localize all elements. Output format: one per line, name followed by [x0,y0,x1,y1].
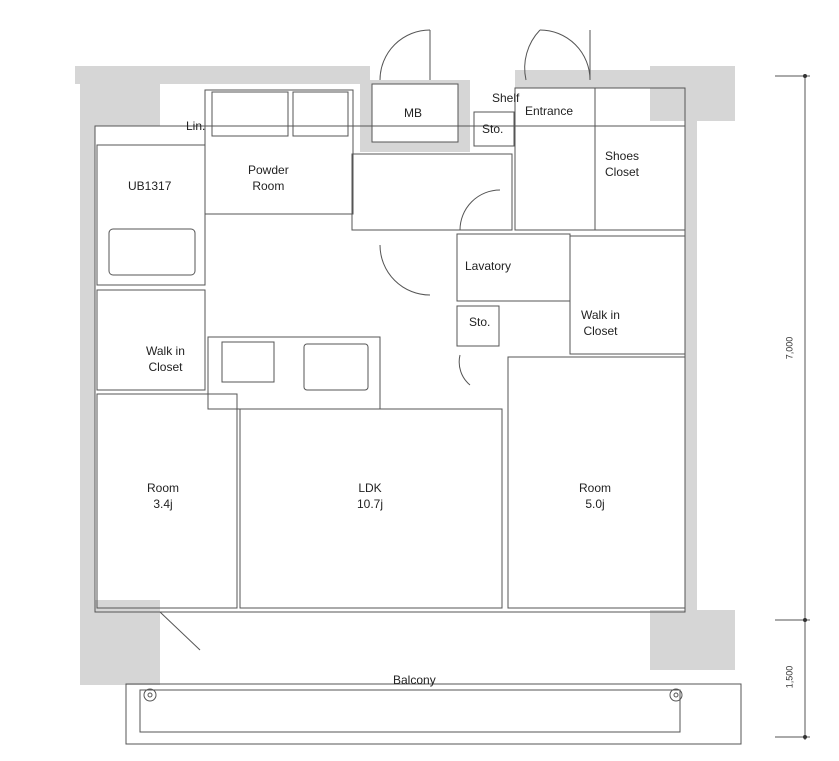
label-powder-room-line2: Room [252,179,285,193]
label-room-left-name: Room [147,481,180,495]
mb-room [371,83,459,143]
label-ldk: LDK 10.7j [357,480,383,512]
label-walk-in-closet-left: Walk in Closet [146,343,185,375]
label-walk-in-closet-left-line1: Walk in [146,344,185,358]
label-room-right-name: Room [579,481,612,495]
label-shelf: Shelf [492,91,520,105]
label-room-left: Room 3.4j [147,480,179,512]
label-lin: Lin. [186,119,206,133]
label-room-right: Room 5.0j [579,480,611,512]
label-powder-room-line1: Powder [248,163,289,177]
label-shoes-closet-line1: Shoes [605,149,640,163]
dimension-lines [775,75,810,740]
dimension-main: 7,000 [784,336,795,360]
label-powder-room: Powder Room [248,162,289,194]
label-mb: MB [404,106,422,120]
label-walk-in-closet-right: Walk in Closet [581,307,620,339]
label-ub: UB1317 [128,179,172,193]
dimension-ticks [803,74,807,739]
label-shoes-closet: Shoes Closet [605,148,639,180]
label-walk-in-closet-right-line2: Closet [583,324,618,338]
label-lavatory: Lavatory [465,259,512,273]
label-ldk-size: 10.7j [357,497,384,511]
label-room-left-size: 3.4j [153,497,173,511]
label-balcony: Balcony [393,673,436,687]
label-room-right-size: 5.0j [585,497,605,511]
label-walk-in-closet-left-line2: Closet [148,360,183,374]
label-ldk-name: LDK [358,481,382,495]
label-sto-entrance: Sto. [482,122,504,136]
label-sto-lavatory: Sto. [469,315,491,329]
label-entrance: Entrance [525,104,574,118]
label-walk-in-closet-right-line1: Walk in [581,308,620,322]
drain-icons [143,688,683,702]
label-shoes-closet-line2: Closet [605,165,640,179]
interior-lines [94,29,742,745]
dimension-balcony: 1,500 [784,665,795,689]
